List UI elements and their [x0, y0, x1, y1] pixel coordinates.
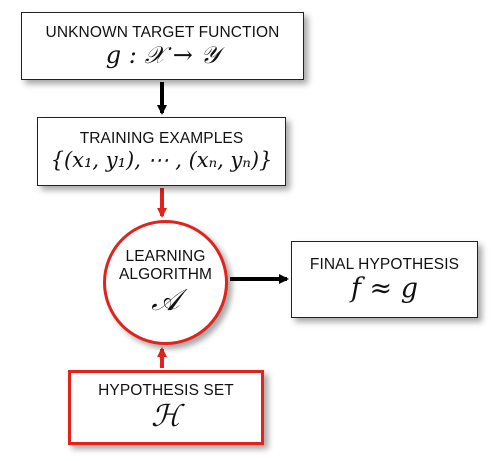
target-function-formula: g : 𝒳 → 𝒴	[105, 40, 220, 69]
learning-algorithm-line2: ALGORITHM	[118, 266, 213, 283]
learning-algorithm-node: LEARNING ALGORITHM 𝒜	[103, 220, 228, 345]
final-hypothesis-title: FINAL HYPOTHESIS	[309, 255, 460, 273]
hypothesis-set-box: HYPOTHESIS SET ℋ	[68, 370, 264, 445]
hypothesis-set-title: HYPOTHESIS SET	[98, 382, 234, 400]
final-hypothesis-box: FINAL HYPOTHESIS f ≈ g	[291, 241, 478, 318]
unknown-target-function-box: UNKNOWN TARGET FUNCTION g : 𝒳 → 𝒴	[21, 12, 304, 80]
training-examples-title: TRAINING EXAMPLES	[79, 130, 244, 147]
training-examples-formula: {(x₁, y₁), ⋯ , (xₙ, yₙ)}	[50, 147, 273, 172]
unknown-target-function-title: UNKNOWN TARGET FUNCTION	[45, 23, 280, 41]
learning-algorithm-line1: LEARNING	[125, 248, 206, 266]
final-hypothesis-formula: f ≈ g	[350, 272, 419, 304]
learning-algorithm-symbol: 𝒜	[151, 282, 180, 318]
training-examples-box: TRAINING EXAMPLES {(x₁, y₁), ⋯ , (xₙ, yₙ…	[37, 117, 286, 186]
hypothesis-set-symbol: ℋ	[151, 398, 181, 434]
